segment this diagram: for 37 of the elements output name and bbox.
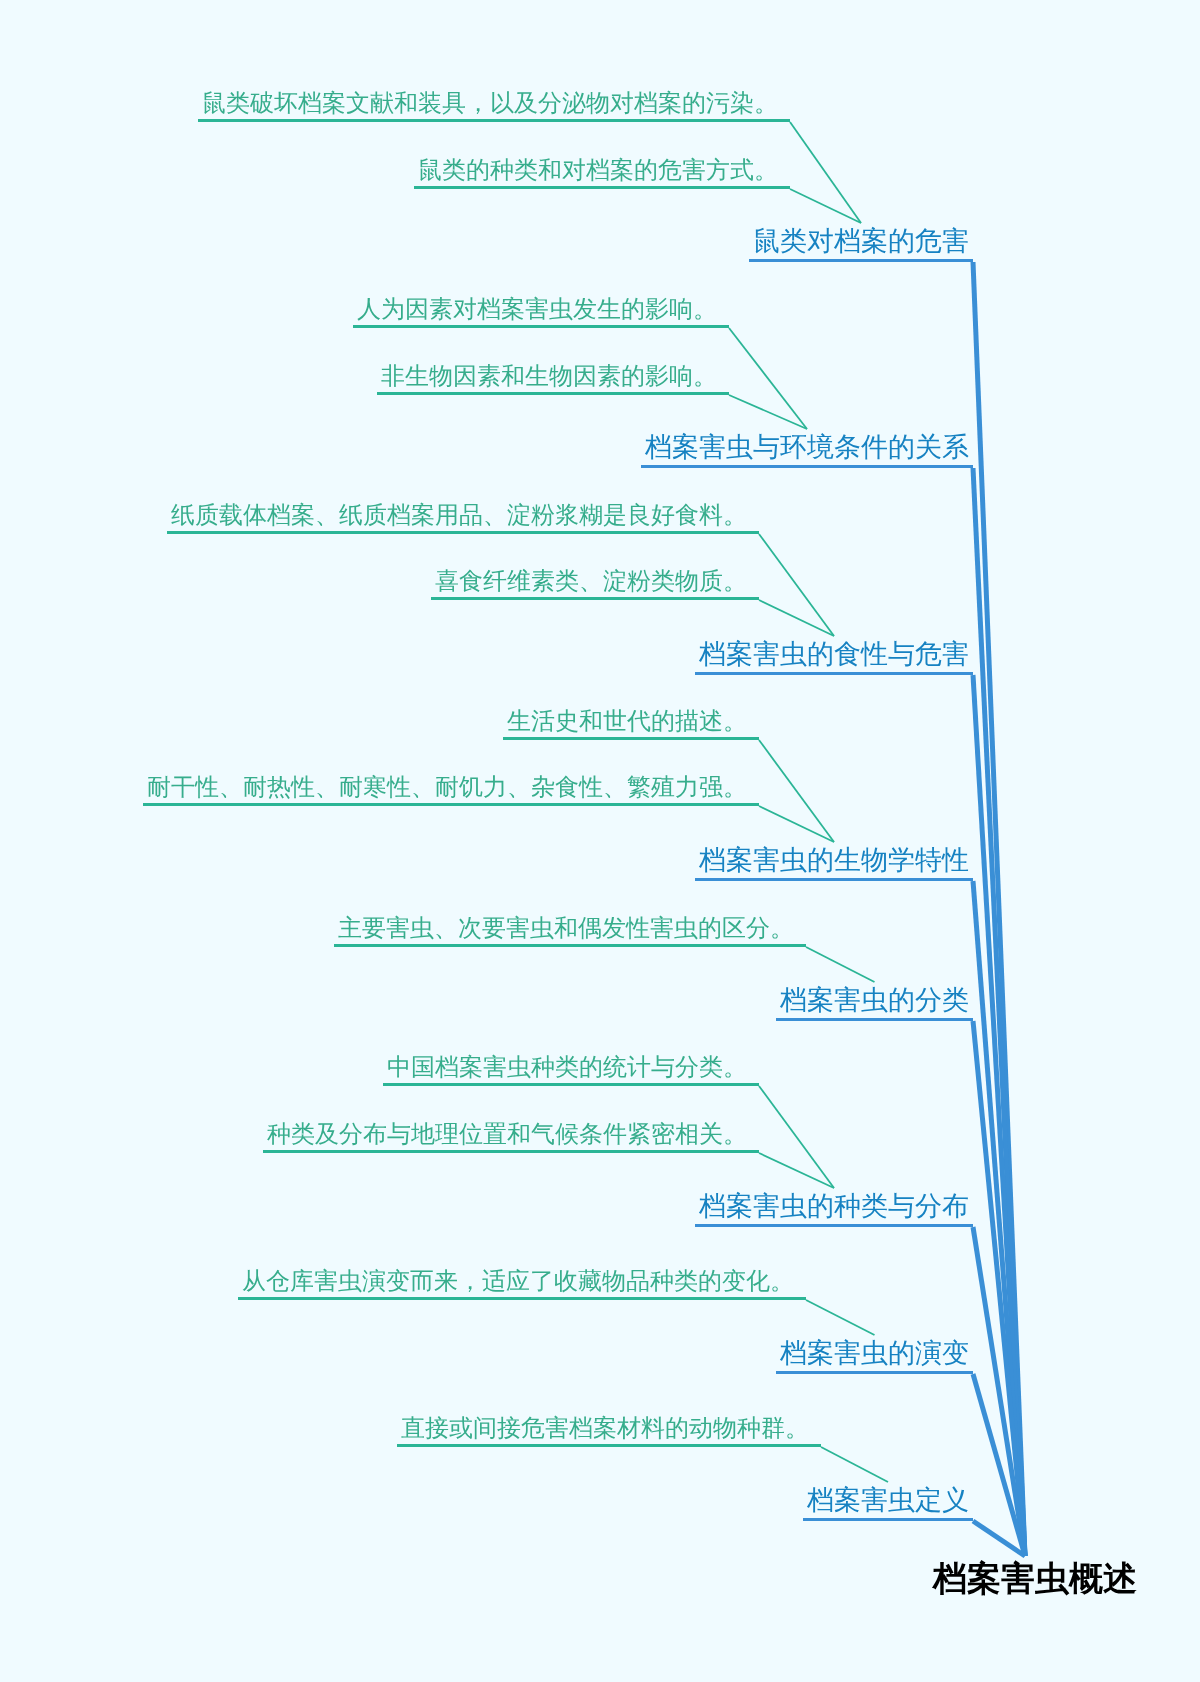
branch-topic: 档案害虫的生物学特性 (695, 842, 973, 881)
branch-topic: 档案害虫的演变 (776, 1335, 973, 1374)
leaf-topic: 纸质载体档案、纸质档案用品、淀粉浆糊是良好食料。 (167, 499, 759, 534)
leaf-topic: 从仓库害虫演变而来，适应了收藏物品种类的变化。 (238, 1265, 806, 1300)
leaf-topic: 人为因素对档案害虫发生的影响。 (353, 293, 729, 328)
branch-topic: 档案害虫的种类与分布 (695, 1188, 973, 1227)
connector-line (789, 188, 862, 224)
connector-line (758, 1085, 835, 1189)
connector-line (971, 1518, 1027, 1559)
leaf-topic: 耐干性、耐热性、耐寒性、耐饥力、杂食性、繁殖力强。 (143, 771, 759, 806)
connector-line (805, 946, 876, 983)
leaf-topic: 鼠类的种类和对档案的危害方式。 (414, 154, 790, 189)
connector-line (728, 394, 808, 430)
connector-line (758, 599, 835, 637)
leaf-topic: 主要害虫、次要害虫和偶发性害虫的区分。 (334, 912, 806, 947)
leaf-topic: 鼠类破坏档案文献和装具，以及分泌物对档案的污染。 (198, 87, 790, 122)
leaf-topic: 种类及分布与地理位置和气候条件紧密相关。 (263, 1118, 759, 1153)
branch-topic: 档案害虫与环境条件的关系 (641, 429, 973, 468)
leaf-topic: 直接或间接危害档案材料的动物种群。 (397, 1412, 821, 1447)
leaf-topic: 喜食纤维素类、淀粉类物质。 (431, 565, 759, 600)
connector-line (970, 1373, 1028, 1557)
central-topic: 档案害虫概述 (933, 1556, 1137, 1600)
leaf-topic: 非生物因素和生物因素的影响。 (377, 360, 729, 395)
connector-line (758, 739, 835, 843)
leaf-topic: 生活史和世代的描述。 (503, 705, 759, 740)
connector-line (728, 327, 808, 430)
connector-line (820, 1446, 889, 1483)
connector-line (758, 533, 835, 637)
connector-line (758, 805, 835, 843)
branch-topic: 档案害虫的分类 (776, 982, 973, 1021)
connector-line (805, 1299, 876, 1336)
branch-topic: 档案害虫定义 (803, 1482, 973, 1521)
branch-topic: 鼠类对档案的危害 (749, 223, 973, 262)
connector-line (789, 121, 862, 224)
leaf-topic: 中国档案害虫种类的统计与分类。 (383, 1051, 759, 1086)
connector-line (758, 1152, 835, 1189)
branch-topic: 档案害虫的食性与危害 (695, 636, 973, 675)
